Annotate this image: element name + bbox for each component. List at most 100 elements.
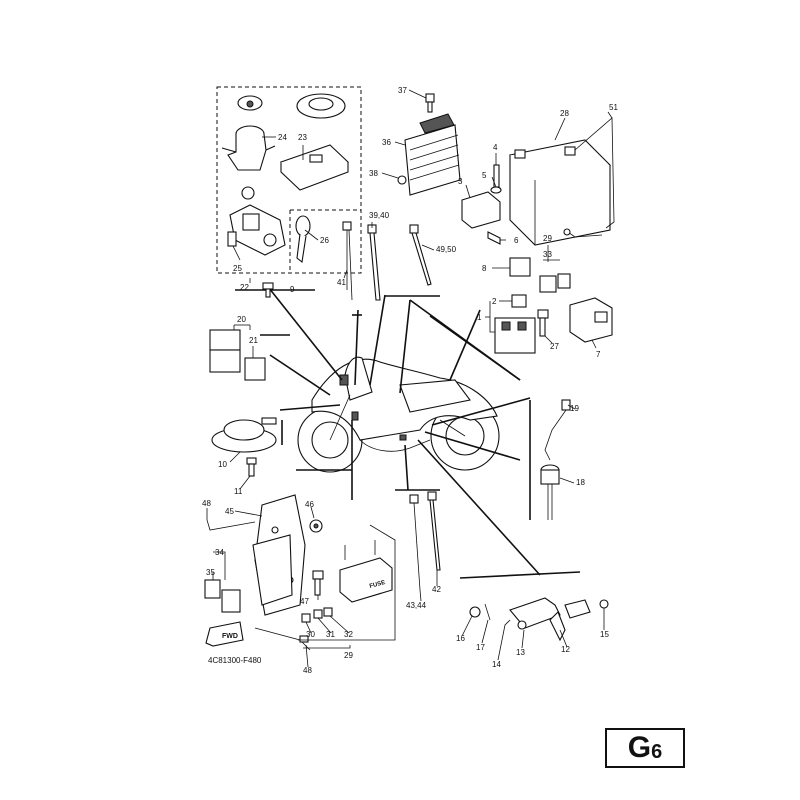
- horn-10: [211, 417, 277, 453]
- fwd-arrow-icon: FWD: [205, 621, 244, 647]
- relay-34: [204, 579, 221, 599]
- callout-22: 22: [240, 283, 249, 292]
- callout-46: 46: [305, 500, 314, 509]
- drawing-code: 4C81300-F480: [208, 656, 262, 665]
- callout-9: 9: [290, 285, 295, 294]
- lead-29-top: [563, 228, 603, 238]
- callout-41: 41: [337, 278, 346, 287]
- bolt-15: [599, 599, 609, 609]
- relay-35: [221, 589, 241, 613]
- callout-8: 8: [482, 264, 487, 273]
- callout-49-50: 49,50: [436, 245, 457, 254]
- callout-29-bottom: 29: [344, 651, 353, 660]
- callout-labels: 37 36 38 24 23 26 25 22 9 39,40 41 49,50…: [202, 86, 618, 675]
- callout-19: 19: [570, 404, 579, 413]
- flasher-relay-7: [569, 297, 613, 343]
- pointer-lines: [235, 282, 581, 579]
- callout-42: 42: [432, 585, 441, 594]
- cable-tie-39-40: [367, 224, 381, 301]
- callout-17: 17: [476, 643, 485, 652]
- callout-12: 12: [561, 645, 570, 654]
- callout-30: 30: [306, 630, 315, 639]
- callout-38: 38: [369, 169, 378, 178]
- callout-47: 47: [300, 597, 309, 606]
- callout-45: 45: [225, 507, 234, 516]
- callout-32: 32: [344, 630, 353, 639]
- callout-2: 2: [492, 297, 497, 306]
- sensor-18: [540, 464, 560, 520]
- main-switch-group-frame: [216, 86, 362, 274]
- fuel-cap-part: [296, 93, 346, 119]
- cable-tie-49-50: [409, 224, 432, 286]
- callout-31: 31: [326, 630, 335, 639]
- callout-15: 15: [600, 630, 609, 639]
- callout-leaders: [206, 89, 613, 668]
- page-tag: G 6: [605, 728, 685, 768]
- bolt-47: [312, 570, 324, 596]
- main-switch-body: [221, 125, 276, 171]
- nut-16: [469, 606, 481, 618]
- bolt-25: [227, 231, 237, 247]
- immobilizer-unit: [279, 144, 350, 191]
- relay-unit-20: [209, 329, 241, 373]
- callout-18: 18: [576, 478, 585, 487]
- callout-25: 25: [233, 264, 242, 273]
- callout-13: 13: [516, 648, 525, 657]
- callout-5: 5: [482, 171, 487, 180]
- callout-24: 24: [278, 133, 287, 142]
- bracket-29-outline: [298, 524, 396, 641]
- callout-10: 10: [218, 460, 227, 469]
- callout-20: 20: [237, 315, 246, 324]
- nut-38: [397, 175, 407, 185]
- relay-21: [244, 357, 266, 381]
- callout-16: 16: [456, 634, 465, 643]
- bolt-9: [262, 282, 274, 298]
- fuse-box-label: FUSE: [369, 580, 386, 590]
- starter-relay-1: [494, 317, 536, 354]
- rectifier-regulator: [404, 113, 461, 196]
- cable-tie-42: [427, 491, 441, 571]
- bolt-37: [425, 93, 435, 113]
- callout-48-bottom: 48: [303, 666, 312, 675]
- relay-8: [509, 257, 531, 277]
- bolt-27: [537, 309, 549, 337]
- steering-lock: [229, 186, 286, 256]
- callout-37: 37: [398, 86, 407, 95]
- callout-7: 7: [596, 350, 601, 359]
- spring-17: [484, 603, 491, 621]
- callout-39-40: 39,40: [369, 211, 390, 220]
- main-switch-cap: [237, 95, 263, 111]
- fuse-box: FUSE: [339, 540, 393, 603]
- callout-29-top: 29: [543, 234, 552, 243]
- callout-27: 27: [550, 342, 559, 351]
- callout-11: 11: [234, 487, 243, 496]
- wire-clip-19: [544, 399, 571, 461]
- key: [295, 215, 311, 264]
- callout-33: 33: [543, 250, 552, 259]
- bracket-plate: [252, 534, 293, 606]
- starter-relay-3: [461, 191, 501, 229]
- washer-5: [490, 186, 502, 194]
- battery-band-51: [574, 117, 615, 229]
- wire-clip-41: [342, 221, 353, 301]
- callout-43-44: 43,44: [406, 601, 427, 610]
- motorcycle-illustration: [297, 356, 500, 473]
- callout-51: 51: [609, 103, 618, 112]
- page-tag-letter: G: [627, 731, 652, 764]
- grommet-46: [309, 519, 323, 533]
- wire-48-top: [206, 519, 256, 531]
- callout-35: 35: [206, 568, 215, 577]
- callout-4: 4: [493, 143, 498, 152]
- fwd-label: FWD: [222, 633, 238, 640]
- callout-26: 26: [320, 236, 329, 245]
- bolt-11: [246, 457, 257, 477]
- callout-6: 6: [514, 236, 519, 245]
- page-tag-number: 6: [651, 741, 663, 763]
- fuses-30-31-32: [301, 607, 333, 623]
- battery: [508, 139, 612, 246]
- callout-48-top: 48: [202, 499, 211, 508]
- wire-48-bottom: [254, 627, 311, 651]
- switch-assembly: [509, 597, 591, 642]
- fuse-2: [511, 294, 527, 308]
